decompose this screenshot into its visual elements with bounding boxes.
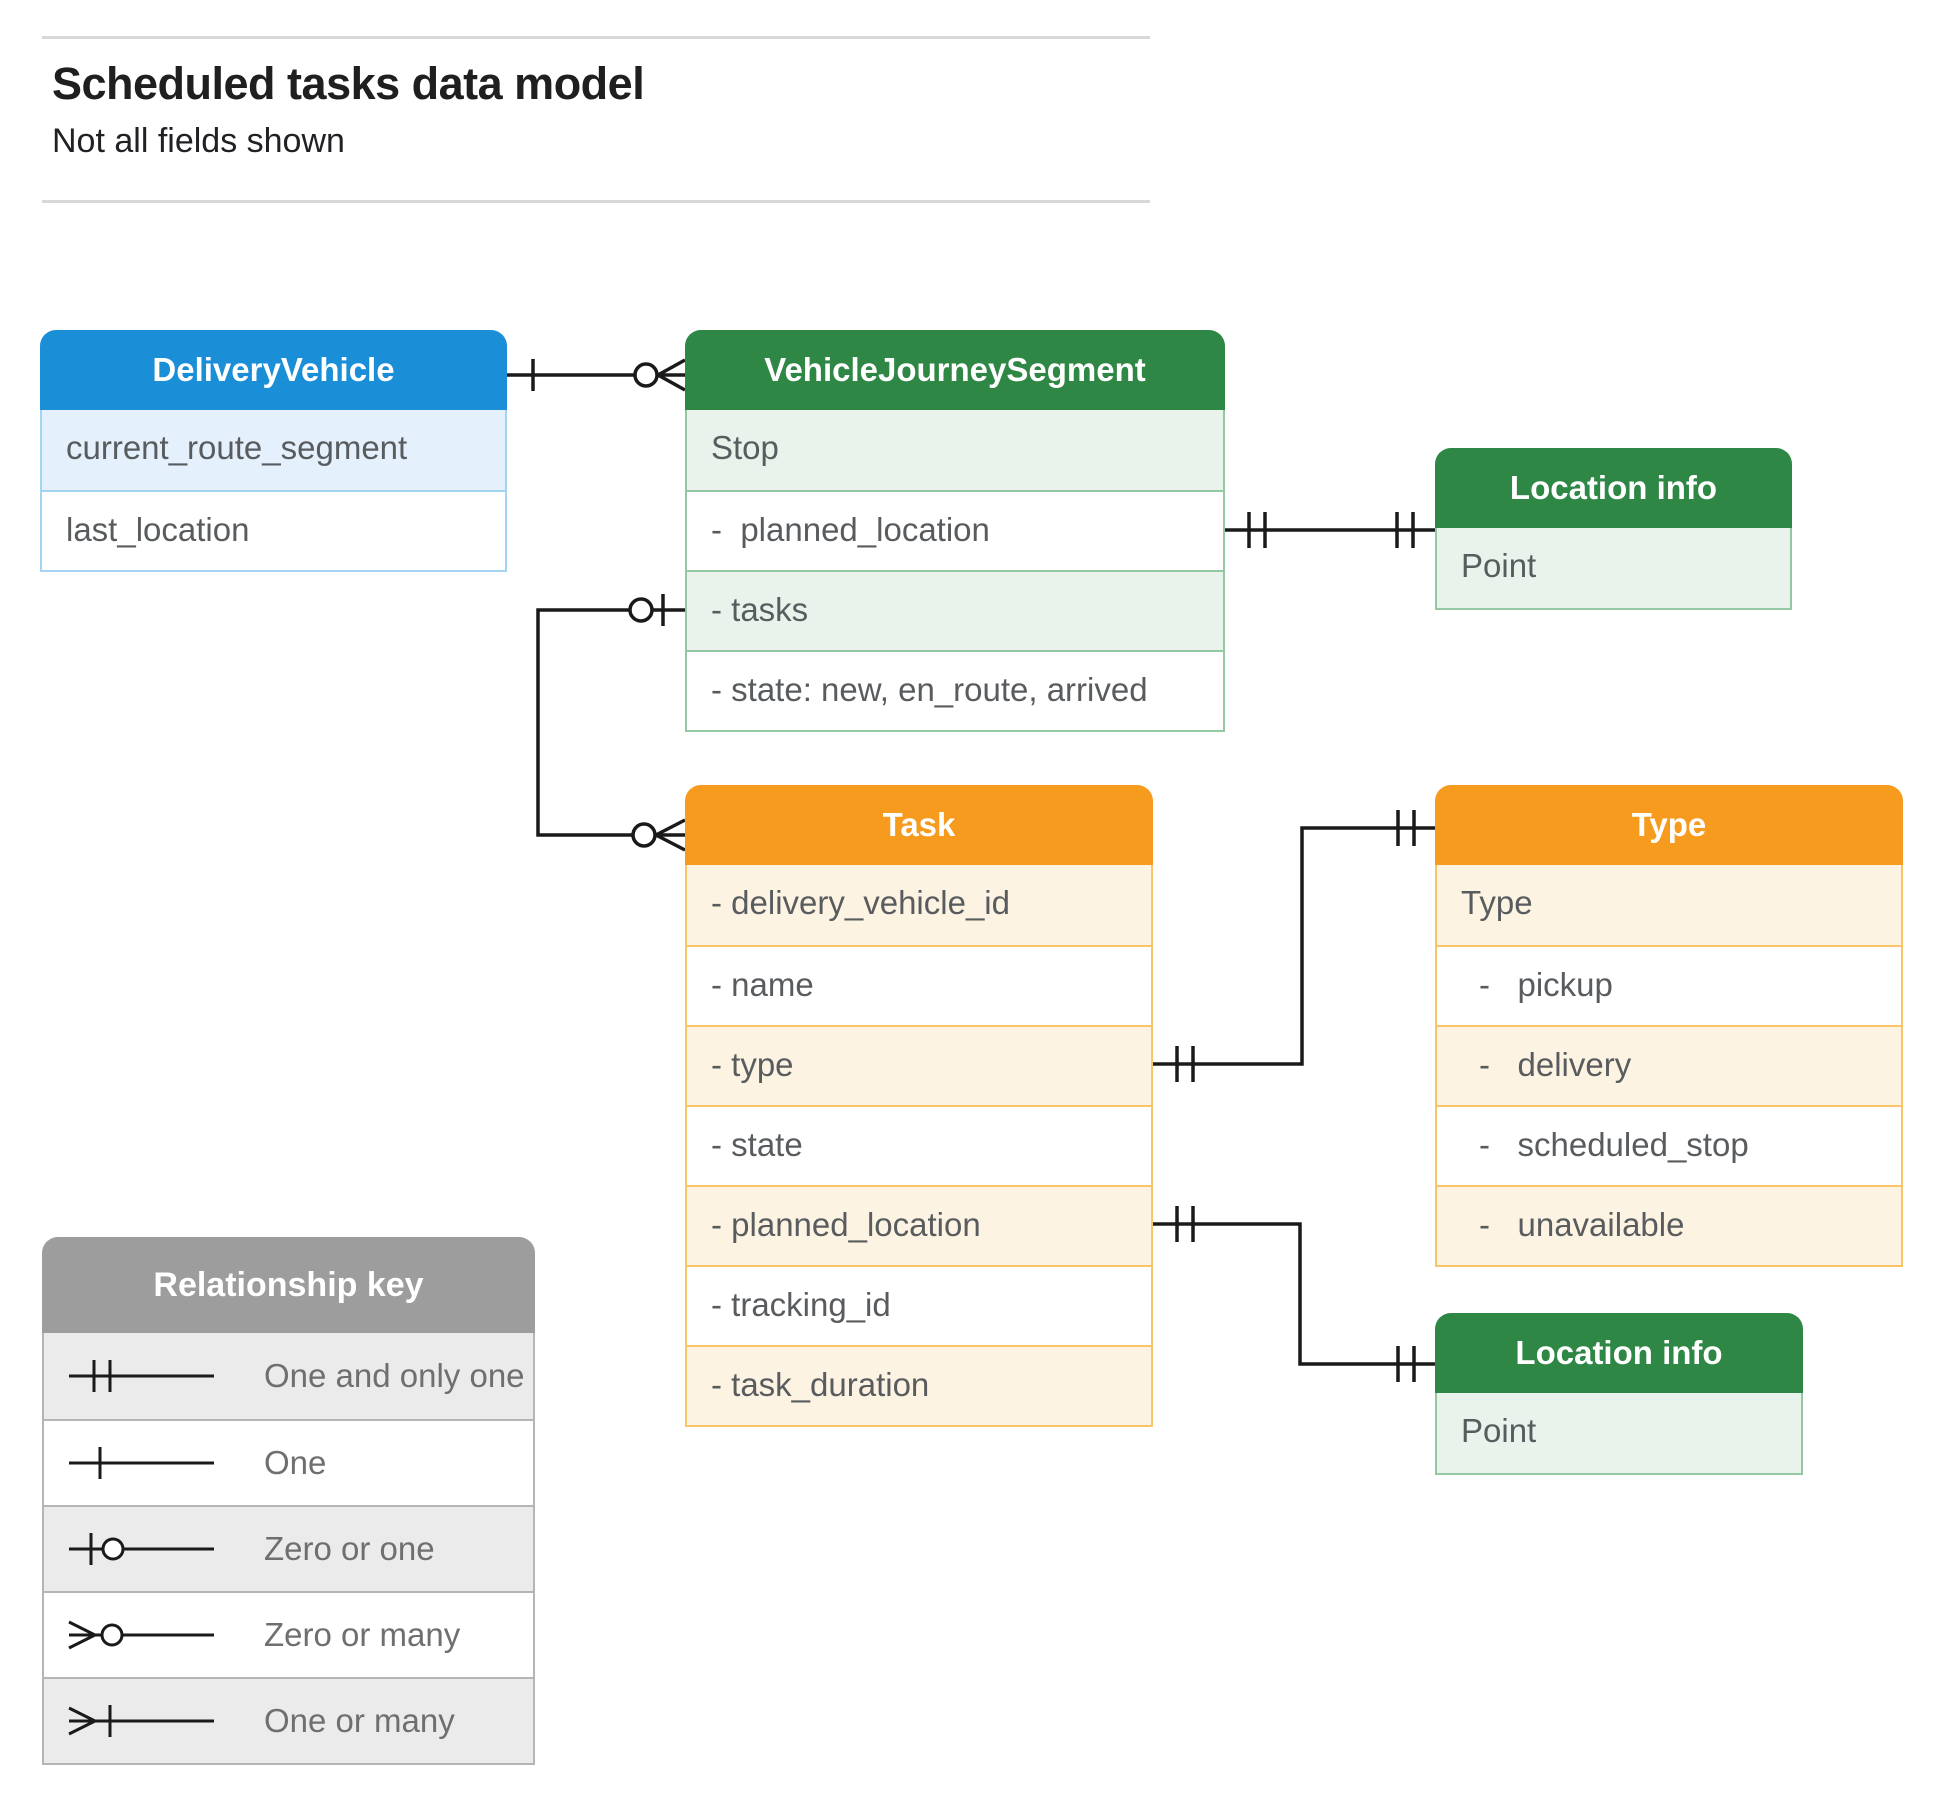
field-stop: Stop <box>687 410 1223 490</box>
legend-item-zero-or-many: Zero or many <box>44 1591 533 1677</box>
entity-type: Type Type - pickup - delivery - schedule… <box>1435 785 1903 1267</box>
entity-task: Task - delivery_vehicle_id - name - type… <box>685 785 1153 1427</box>
field-tracking-id: - tracking_id <box>687 1265 1151 1345</box>
field-state: - state: new, en_route, arrived <box>687 650 1223 730</box>
field-delivery-vehicle-id: - delivery_vehicle_id <box>687 865 1151 945</box>
field-scheduled-stop: - scheduled_stop <box>1437 1105 1901 1185</box>
field-task-duration: - task_duration <box>687 1345 1151 1425</box>
field-name: - name <box>687 945 1151 1025</box>
field-task-planned-location: - planned_location <box>687 1185 1151 1265</box>
legend-item-one-or-many: One or many <box>44 1677 533 1763</box>
entity-location-info-bottom-title: Location info <box>1435 1313 1803 1393</box>
legend-item-one: One <box>44 1419 533 1505</box>
relationship-key: Relationship key One and only one One Ze… <box>42 1237 535 1765</box>
zero-or-many-icon <box>68 1620 214 1650</box>
entity-task-title: Task <box>685 785 1153 865</box>
field-tasks: - tasks <box>687 570 1223 650</box>
field-pickup: - pickup <box>1437 945 1901 1025</box>
legend-label: Zero or one <box>264 1530 435 1567</box>
connector-plannedlocation-locationinfo-top <box>1225 512 1435 548</box>
entity-delivery-vehicle: DeliveryVehicle current_route_segment la… <box>40 330 507 572</box>
field-unavailable: - unavailable <box>1437 1185 1901 1265</box>
entity-type-title: Type <box>1435 785 1903 865</box>
entity-location-info-bottom: Location info Point <box>1435 1313 1803 1475</box>
entity-location-info-top: Location info Point <box>1435 448 1792 610</box>
entity-location-info-top-title: Location info <box>1435 448 1792 528</box>
connector-plannedlocation-locationinfo-bottom <box>1153 1206 1435 1382</box>
field-current-route-segment: current_route_segment <box>42 410 505 490</box>
legend-item-one-and-only-one: One and only one <box>44 1333 533 1419</box>
page-subtitle: Not all fields shown <box>52 122 345 160</box>
legend-label: One <box>264 1444 327 1481</box>
field-point: Point <box>1437 528 1790 608</box>
connector-tasks-task <box>536 594 686 852</box>
relationship-key-title: Relationship key <box>42 1237 535 1333</box>
entity-delivery-vehicle-title: DeliveryVehicle <box>40 330 507 410</box>
one-and-only-one-icon <box>69 1360 214 1392</box>
subtitle-divider <box>42 200 1150 203</box>
field-task-state: - state <box>687 1105 1151 1185</box>
connector-deliveryvehicle-vehiclejourneysegment <box>507 358 686 392</box>
page-title: Scheduled tasks data model <box>52 58 645 109</box>
field-type-label: Type <box>1437 865 1901 945</box>
field-delivery: - delivery <box>1437 1025 1901 1105</box>
one-or-many-icon <box>68 1705 214 1737</box>
legend-label: Zero or many <box>264 1616 461 1653</box>
field-last-location: last_location <box>42 490 505 570</box>
connector-type-typeenum <box>1153 810 1435 1082</box>
field-type: - type <box>687 1025 1151 1105</box>
legend-item-zero-or-one: Zero or one <box>44 1505 533 1591</box>
entity-vehicle-journey-segment-title: VehicleJourneySegment <box>685 330 1225 410</box>
legend-label: One or many <box>264 1702 455 1739</box>
top-divider <box>42 36 1150 39</box>
entity-vehicle-journey-segment: VehicleJourneySegment Stop - planned_loc… <box>685 330 1225 732</box>
field-planned-location: - planned_location <box>687 490 1223 570</box>
zero-or-one-icon <box>69 1533 214 1565</box>
one-icon <box>69 1447 214 1479</box>
legend-label: One and only one <box>264 1357 525 1394</box>
field-point-bottom: Point <box>1437 1393 1801 1473</box>
